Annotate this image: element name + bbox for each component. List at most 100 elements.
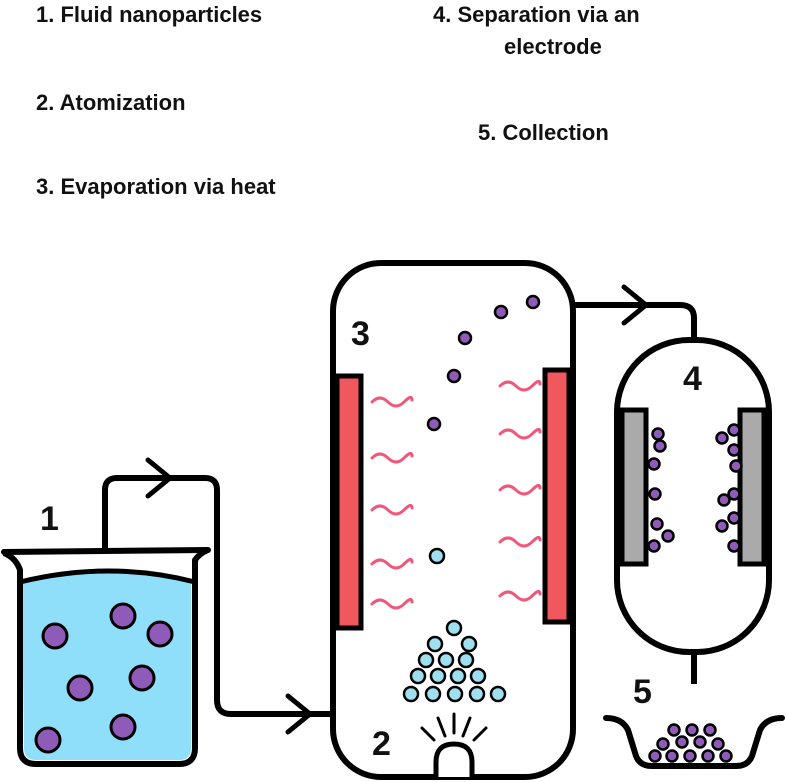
heating-chamber: 3 2: [330, 260, 576, 780]
dish-outline: [603, 715, 785, 769]
nanoparticle: [648, 487, 662, 501]
nanoparticle: [717, 493, 731, 507]
droplet: [409, 667, 427, 685]
heat-wave: [498, 483, 542, 496]
nanoparticle: [109, 713, 137, 741]
heat-wave: [370, 503, 414, 516]
beaker: [1, 547, 211, 767]
collection-dish: [603, 715, 785, 769]
heat-wave: [370, 451, 414, 464]
arrow-icon: [145, 457, 173, 499]
droplet: [417, 651, 435, 669]
legend-item-separation-line1: 4. Separation via an: [433, 2, 640, 27]
nanoparticle: [656, 737, 670, 751]
heater-right: [542, 367, 572, 625]
nanoparticle: [647, 539, 661, 553]
nanoparticle: [727, 511, 741, 525]
nanoparticle: [648, 749, 662, 763]
droplet: [449, 667, 467, 685]
droplet: [429, 667, 447, 685]
droplet: [426, 635, 444, 653]
spray-lines: [420, 712, 488, 742]
droplet: [460, 635, 478, 653]
nanoparticle: [667, 723, 681, 737]
nanoparticle: [457, 330, 473, 346]
nanoparticle: [41, 622, 69, 650]
stage-number-5: 5: [633, 673, 652, 711]
nanoparticle: [701, 749, 715, 763]
nanoparticle: [66, 674, 94, 702]
nanoparticle: [727, 443, 741, 457]
legend-item-fluid-nanoparticles: 1. Fluid nanoparticles: [36, 2, 263, 27]
nanoparticle: [128, 664, 156, 692]
heat-wave: [370, 597, 414, 610]
beaker-rim: [1, 547, 211, 555]
beaker-particles: [34, 602, 174, 754]
nanoparticle: [683, 749, 697, 763]
droplet: [424, 685, 442, 703]
nanoparticle: [729, 459, 743, 473]
nanoparticle: [727, 487, 741, 501]
nanoparticle: [727, 539, 741, 553]
nanoparticle: [693, 735, 707, 749]
heat-wave: [498, 589, 542, 602]
evaporated-particles: [426, 294, 541, 565]
collected-particles: [648, 723, 733, 763]
legend-item-collection: 5. Collection: [478, 120, 609, 145]
nanoparticle: [665, 749, 679, 763]
heat-wave: [498, 379, 542, 392]
heat-waves: [370, 379, 542, 610]
heat-wave: [370, 557, 414, 570]
nanoparticle: [727, 423, 741, 437]
nanoparticle: [715, 431, 729, 445]
nanoparticle: [146, 620, 174, 648]
tube-chamber-to-separator: [574, 302, 697, 340]
heat-wave: [498, 427, 542, 440]
nanoparticle: [711, 737, 725, 751]
nanoparticle: [719, 749, 733, 763]
heater-left: [334, 373, 364, 631]
stage-number-2: 2: [372, 725, 391, 763]
nanoparticle: [703, 723, 717, 737]
droplet: [468, 685, 486, 703]
electrode-right: [737, 407, 767, 567]
nanoparticle: [675, 735, 689, 749]
droplet: [428, 547, 446, 565]
electrode-left: [619, 407, 649, 567]
droplet: [469, 667, 487, 685]
nanoparticle: [651, 427, 665, 441]
arrow-icon: [621, 284, 649, 326]
heat-wave: [498, 535, 542, 548]
beaker-outline: [2, 547, 210, 767]
nanoparticle: [525, 294, 541, 310]
atomizer-nozzle: [433, 741, 475, 777]
liquid-surface: [19, 568, 196, 585]
electrostatic-separator: [614, 337, 772, 684]
nanoparticle: [426, 416, 442, 432]
legend-item-separation-line2: electrode: [504, 34, 602, 59]
stage-number-3: 3: [351, 315, 370, 353]
nanoparticle: [34, 726, 62, 754]
droplet: [489, 685, 507, 703]
nanoparticle: [493, 304, 509, 320]
beaker-liquid: [22, 570, 191, 760]
nanoparticle: [109, 602, 137, 630]
nanoparticle: [650, 517, 664, 531]
legend-item-evaporation: 3. Evaporation via heat: [36, 174, 276, 199]
arrow-icon: [285, 693, 313, 735]
stage-number-4: 4: [683, 360, 702, 398]
droplet: [402, 685, 420, 703]
atomized-droplets: [402, 619, 507, 703]
nanoparticle: [715, 519, 729, 533]
nanoparticle: [653, 439, 667, 453]
droplet: [437, 651, 455, 669]
separated-particles: [647, 423, 743, 553]
nanoparticle: [685, 723, 699, 737]
stage-number-1: 1: [40, 500, 59, 538]
nanoparticle: [661, 529, 675, 543]
droplet: [446, 685, 464, 703]
legend-item-atomization: 2. Atomization: [36, 90, 186, 115]
nanoparticle: [647, 457, 661, 471]
heat-wave: [370, 395, 414, 408]
